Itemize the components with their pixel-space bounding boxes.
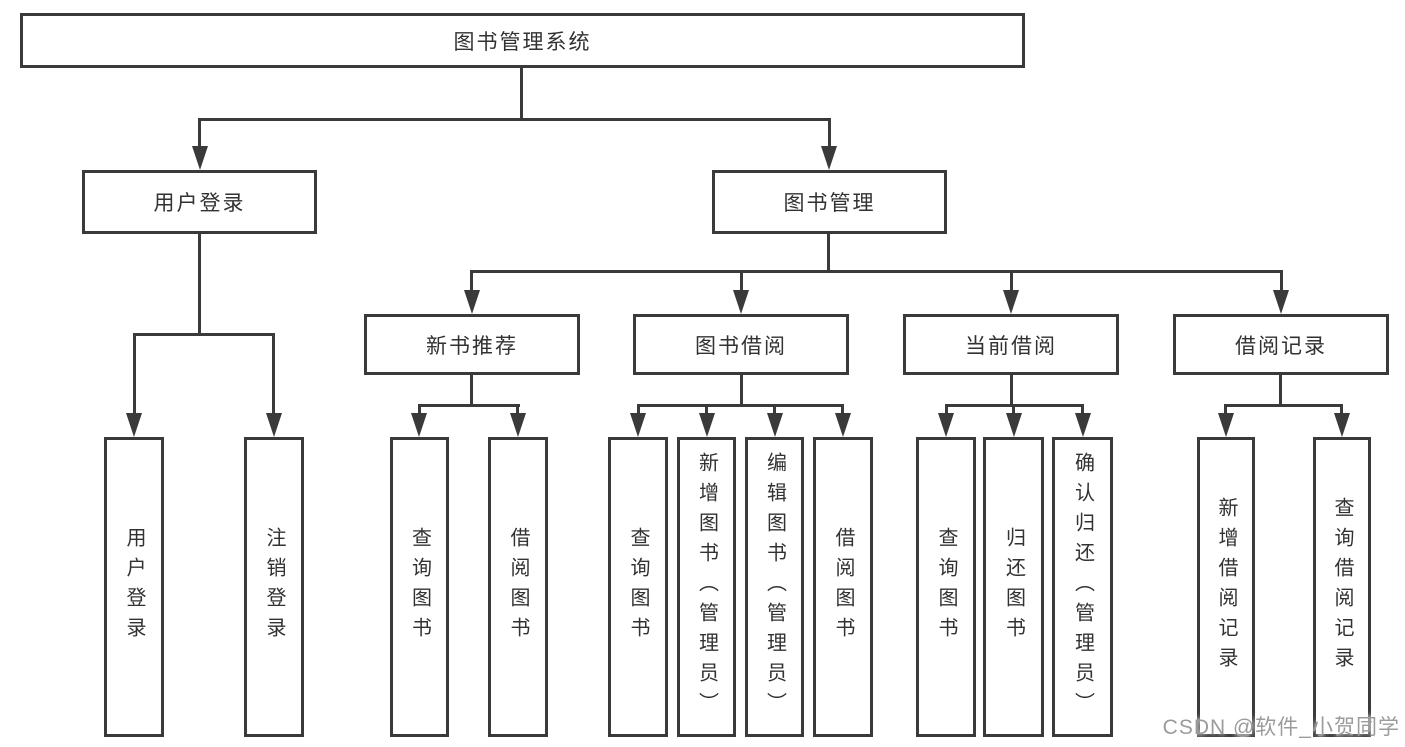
connector-user-login-stem	[198, 234, 201, 336]
node-new-book-recommendation: 新书推荐	[364, 314, 580, 375]
leaf-records-add-record-label: 新增借阅记录	[1215, 497, 1237, 677]
connector-leaf-stem	[516, 404, 519, 417]
connector-new-book-stem	[470, 375, 473, 407]
connector-borrowing-records-stem	[1279, 375, 1282, 407]
arrow-down-icon	[126, 413, 142, 437]
arrow-down-icon	[630, 413, 646, 437]
node-book-borrowing: 图书借阅	[633, 314, 849, 375]
connector-book-borrowing-stem	[740, 375, 743, 407]
leaf-records-add-record: 新增借阅记录	[1197, 437, 1255, 737]
node-root: 图书管理系统	[20, 13, 1025, 68]
arrow-down-icon	[821, 146, 837, 170]
connector-to-new-book	[470, 270, 473, 294]
arrow-down-icon	[1006, 413, 1022, 437]
connector-level2-hline	[198, 118, 831, 121]
arrow-down-icon	[1003, 290, 1019, 314]
arrow-down-icon	[1273, 290, 1289, 314]
leaf-current-return-books: 归还图书	[983, 437, 1044, 737]
connector-borrowing-records-hline	[1224, 404, 1343, 407]
connector-current-borrowing-stem	[1010, 375, 1013, 407]
leaf-recommend-borrow-books: 借阅图书	[488, 437, 548, 737]
connector-leaf-stem	[1081, 404, 1084, 417]
connector-leaf-stem	[773, 404, 776, 417]
leaf-borrowing-borrow-books: 借阅图书	[813, 437, 873, 737]
node-current-borrowing-label: 当前借阅	[965, 334, 1057, 358]
connector-to-book-borrowing	[740, 270, 743, 294]
leaf-borrowing-query-books: 查询图书	[608, 437, 668, 737]
connector-to-leaf-user-login	[133, 333, 136, 418]
node-book-management-label: 图书管理	[783, 192, 876, 215]
connector-leaf-stem	[841, 404, 844, 417]
arrow-down-icon	[1218, 413, 1234, 437]
node-root-label: 图书管理系统	[453, 30, 592, 54]
arrow-down-icon	[1075, 413, 1091, 437]
connector-user-login-hline	[133, 333, 275, 336]
connector-to-user-login	[198, 118, 201, 152]
leaf-recommend-query-books: 查询图书	[390, 437, 449, 737]
connector-to-borrowing-records	[1280, 270, 1283, 294]
arrow-down-icon	[1334, 413, 1350, 437]
node-current-borrowing: 当前借阅	[903, 314, 1119, 375]
connector-new-book-hline	[418, 404, 520, 407]
leaf-records-query-record-label: 查询借阅记录	[1331, 497, 1353, 677]
connector-root-stem	[520, 68, 523, 121]
leaf-user-login: 用户登录	[104, 437, 164, 737]
arrow-down-icon	[464, 290, 480, 314]
arrow-down-icon	[192, 146, 208, 170]
arrow-down-icon	[510, 413, 526, 437]
leaf-logout: 注销登录	[244, 437, 304, 737]
connector-leaf-stem	[637, 404, 640, 417]
leaf-borrowing-borrow-books-label: 借阅图书	[832, 527, 854, 647]
node-book-management: 图书管理	[712, 170, 947, 234]
arrow-down-icon	[767, 413, 783, 437]
leaf-current-query-books: 查询图书	[916, 437, 976, 737]
leaf-borrowing-edit-books-admin: 编辑图书（管理员）	[745, 437, 804, 737]
leaf-recommend-borrow-books-label: 借阅图书	[507, 527, 529, 647]
connector-to-leaf-logout	[272, 333, 275, 418]
connector-to-book-management	[828, 118, 831, 152]
arrow-down-icon	[938, 413, 954, 437]
leaf-logout-label: 注销登录	[263, 527, 285, 647]
arrow-down-icon	[266, 413, 282, 437]
node-user-login: 用户登录	[82, 170, 317, 234]
connector-leaf-stem	[945, 404, 948, 417]
arrow-down-icon	[411, 413, 427, 437]
leaf-current-return-books-label: 归还图书	[1002, 527, 1025, 647]
leaf-current-confirm-return-admin: 确认归还（管理员）	[1052, 437, 1113, 737]
connector-level3-hline	[470, 270, 1282, 273]
connector-book-management-stem	[827, 234, 830, 273]
watermark: CSDN @软件_小贺同学	[1162, 716, 1400, 739]
leaf-borrowing-add-books-admin-label: 新增图书（管理员）	[695, 452, 718, 722]
connector-leaf-stem	[1012, 404, 1015, 417]
node-user-login-label: 用户登录	[153, 192, 246, 215]
node-borrowing-records: 借阅记录	[1173, 314, 1389, 375]
arrow-down-icon	[733, 290, 749, 314]
leaf-borrowing-edit-books-admin-label: 编辑图书（管理员）	[763, 452, 786, 722]
connector-leaf-stem	[418, 404, 421, 417]
leaf-user-login-label: 用户登录	[123, 527, 145, 647]
arrow-down-icon	[699, 413, 715, 437]
connector-leaf-stem	[705, 404, 708, 417]
node-borrowing-records-label: 借阅记录	[1235, 334, 1327, 358]
leaf-records-query-record: 查询借阅记录	[1313, 437, 1371, 737]
node-book-borrowing-label: 图书借阅	[695, 334, 787, 358]
connector-book-borrowing-hline	[637, 404, 844, 407]
leaf-current-confirm-return-admin-label: 确认归还（管理员）	[1071, 452, 1094, 722]
leaf-current-query-books-label: 查询图书	[935, 527, 957, 647]
leaf-recommend-query-books-label: 查询图书	[408, 527, 431, 647]
leaf-borrowing-query-books-label: 查询图书	[627, 527, 649, 647]
node-new-book-recommendation-label: 新书推荐	[426, 334, 518, 358]
connector-leaf-stem	[1340, 404, 1343, 417]
leaf-borrowing-add-books-admin: 新增图书（管理员）	[677, 437, 736, 737]
arrow-down-icon	[835, 413, 851, 437]
connector-to-current-borrowing	[1010, 270, 1013, 294]
connector-leaf-stem	[1224, 404, 1227, 417]
